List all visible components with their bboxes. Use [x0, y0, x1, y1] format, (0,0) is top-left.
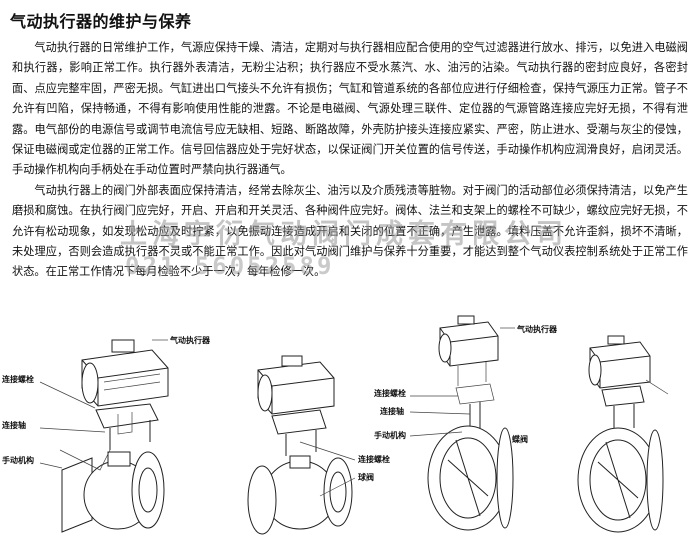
label-connecting-bolt: 连接螺栓	[2, 374, 34, 384]
label-butterfly-valve: 蝶阀	[512, 434, 528, 444]
ball-valve-exploded-figure	[39, 339, 169, 533]
paragraph: 气动执行器的日常维护工作，气源应保持干燥、清洁，定期对与执行器相应配合使用的空气…	[12, 41, 688, 177]
label-connecting-bolt: 连接螺栓	[358, 454, 390, 464]
valve-assembly-diagram: 气动执行器 连接螺栓 连接轴 手动机构 连接螺栓 球阀 气动执行器	[2, 315, 669, 535]
watermark-company: 上海宇衍气动阀门成套有限公司	[120, 219, 568, 250]
label-manual-mechanism: 手动机构	[2, 455, 34, 465]
butterfly-valve-assembled-figure	[577, 335, 669, 533]
ball-valve-assembled-figure	[247, 355, 356, 535]
label-manual-mechanism: 手动机构	[374, 430, 406, 440]
label-actuator: 气动执行器	[169, 335, 211, 345]
label-connecting-bolt: 连接螺栓	[374, 388, 406, 398]
article-body: 气动执行器的日常维护工作，气源应保持干燥、清洁，定期对与执行器相应配合使用的空气…	[12, 38, 688, 283]
label-actuator: 气动执行器	[516, 324, 558, 334]
butterfly-valve-exploded-figure	[409, 315, 515, 531]
label-ball-valve: 球阀	[358, 472, 374, 482]
page-title: 气动执行器的维护与保养	[10, 12, 192, 31]
label-connecting-shaft: 连接轴	[380, 406, 404, 416]
paragraph: 气动执行器上的阀门外部表面应保持清洁，经常去除灰尘、油污以及介质残渍等脏物。对于…	[12, 183, 688, 279]
label-connecting-shaft: 连接轴	[2, 420, 26, 430]
watermark-phone: 021-56052589	[125, 252, 335, 280]
